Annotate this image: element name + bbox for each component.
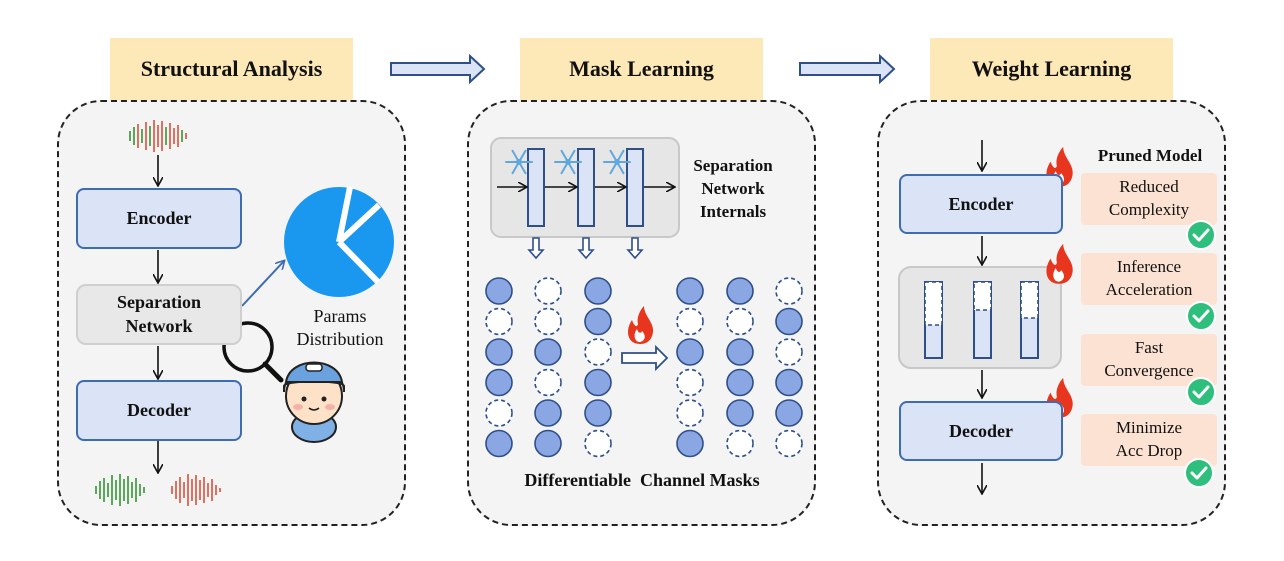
pruned-model-title: Pruned Model (1097, 146, 1203, 165)
active-channel-mask-before (584, 399, 612, 427)
benefit-line1: Minimize (1115, 418, 1183, 438)
pruned-channel-mask-before (485, 307, 513, 336)
active-channel-mask-after (676, 277, 704, 305)
snowflake-icon-group (505, 149, 631, 175)
params-label-line1: Params (313, 306, 367, 326)
internal-layers (497, 148, 674, 227)
pruned-decoder-box: Decoder (899, 401, 1063, 461)
active-channel-mask-before (485, 368, 513, 397)
pruned-channel-mask-before (534, 307, 562, 336)
active-channel-mask-before (584, 368, 612, 397)
down-arrows (527, 237, 644, 260)
benefit-line1: Fast (1134, 338, 1164, 358)
fire-icon (628, 306, 654, 344)
active-channel-mask-before (485, 338, 513, 366)
stage-title-mask-learning: Mask Learning (520, 38, 763, 100)
active-channel-mask-after (775, 368, 803, 397)
pruned-channel-mask-before (534, 277, 562, 305)
pruned-channel-mask-before (584, 429, 612, 458)
params-distribution-label: Params Distribution (288, 305, 392, 352)
snowflake-icon (603, 149, 631, 175)
benefit-line2: Complexity (1108, 200, 1190, 219)
benefit-line2: Acceleration (1105, 280, 1193, 299)
pruned-encoder-box: Encoder (899, 174, 1063, 234)
active-channel-mask-before (534, 399, 562, 427)
pruned-channel-mask-before (534, 368, 562, 397)
active-channel-mask-before (534, 338, 562, 366)
stage-title-weight-learning: Weight Learning (930, 38, 1173, 100)
magnifier-icon (222, 321, 284, 383)
active-channel-mask-before (584, 277, 612, 305)
internals-label-line3: Internals (699, 201, 767, 221)
pruned-layers (924, 281, 1039, 359)
snowflake-icon (554, 149, 582, 175)
active-channel-mask-before (485, 429, 513, 458)
stage-title-structural-analysis: Structural Analysis (110, 38, 353, 100)
pie-chart-icon (284, 186, 394, 297)
pruned-encoder-label: Encoder (948, 193, 1014, 214)
pruned-decoder-label: Decoder (949, 420, 1013, 441)
decoder-box: Decoder (76, 380, 242, 441)
channel-mask-grid (485, 277, 803, 458)
internals-label-line2: Network (701, 178, 765, 198)
separation-label-line1: Separation (116, 292, 201, 313)
pruned-channel-mask-after (676, 307, 704, 336)
input-waveform-icon (129, 120, 187, 152)
active-channel-mask-after (726, 399, 754, 427)
snowflake-icon (505, 149, 533, 175)
decoder-label: Decoder (127, 400, 191, 421)
benefit-line2: Convergence (1104, 361, 1194, 380)
separation-network-box: Separation Network (76, 284, 242, 345)
pruned-channel-mask-after (726, 429, 754, 458)
pruned-channel-mask-after (775, 429, 803, 458)
mascot-icon (283, 361, 345, 443)
pruned-channel-mask-after (676, 368, 704, 397)
pruned-channel-mask-after (726, 307, 754, 336)
benefit-reduced-complexity: Reduced Complexity (1081, 173, 1217, 225)
params-label-line2: Distribution (296, 329, 384, 350)
active-channel-mask-after (775, 399, 803, 427)
pruned-channel-mask-after (676, 399, 704, 427)
encoder-box: Encoder (76, 188, 242, 249)
pruned-channel-mask-before (485, 399, 513, 427)
benefit-line2: Acc Drop (1115, 441, 1183, 460)
transform-arrow-icon (621, 344, 669, 372)
benefit-inference-acceleration: Inference Acceleration (1081, 253, 1217, 305)
encoder-label: Encoder (126, 208, 192, 229)
separation-internals-label: Separation Network Internals (680, 155, 786, 224)
stage-arrow-icon (390, 53, 486, 85)
fire-icon (628, 306, 654, 344)
benefit-line1: Inference (1116, 257, 1182, 277)
channel-masks-caption: Differentiable Channel Masks (524, 470, 760, 490)
pruned-channel-mask-after (775, 338, 803, 366)
output-waveform-red-icon (171, 474, 221, 506)
active-channel-mask-after (775, 307, 803, 336)
separation-label-line2: Network (125, 315, 193, 336)
benefit-minimize-acc-drop: Minimize Acc Drop (1081, 414, 1217, 466)
stage-arrow-icon (799, 53, 896, 85)
fire-icon (1046, 243, 1073, 284)
active-channel-mask-after (676, 429, 704, 458)
analysis-arrow (241, 261, 284, 307)
active-channel-mask-before (584, 307, 612, 336)
active-channel-mask-after (726, 277, 754, 305)
active-channel-mask-after (726, 338, 754, 366)
pruned-channel-mask-before (584, 338, 612, 366)
active-channel-mask-after (676, 338, 704, 366)
output-waveform-green-icon (95, 474, 145, 506)
active-channel-mask-before (485, 277, 513, 305)
benefit-line1: Reduced (1119, 177, 1179, 197)
pruned-channel-mask-after (775, 277, 803, 305)
active-channel-mask-before (534, 429, 562, 458)
active-channel-mask-after (726, 368, 754, 397)
internals-label-line1: Separation (693, 156, 773, 175)
benefit-fast-convergence: Fast Convergence (1081, 334, 1217, 386)
